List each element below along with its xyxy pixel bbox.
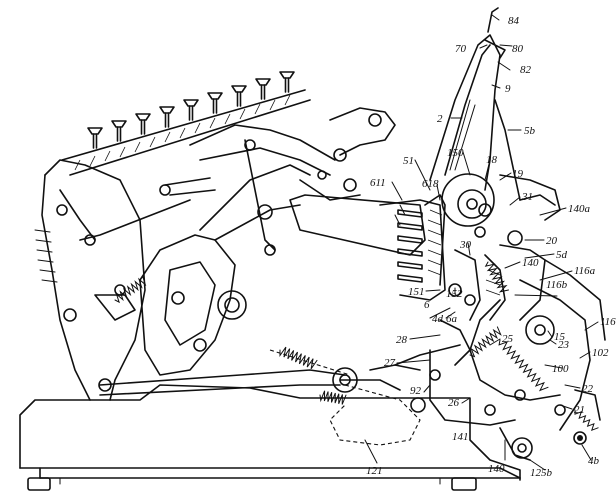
upper-linkage <box>79 107 396 256</box>
label-140-lower: 140 <box>488 463 505 475</box>
label-23: 23 <box>558 339 570 351</box>
coil-spring <box>498 339 549 392</box>
label-121: 121 <box>366 465 383 477</box>
label-618: 618 <box>422 178 439 190</box>
type-bar-2 <box>429 7 521 201</box>
segment-tooth <box>397 248 423 257</box>
label-82: 82 <box>520 64 532 76</box>
label-6: 6 <box>424 299 430 311</box>
label-31: 31 <box>521 191 533 203</box>
label-92: 92 <box>410 385 422 397</box>
label-116a: 116a <box>574 265 596 277</box>
label-25: 25 <box>502 333 514 345</box>
label-20: 20 <box>546 235 558 247</box>
key <box>231 85 247 107</box>
key <box>207 92 223 114</box>
machine-base <box>19 384 521 491</box>
label-84: 84 <box>508 15 520 27</box>
segment-tooth <box>397 222 423 231</box>
label-150: 150 <box>447 147 464 159</box>
key <box>135 113 151 135</box>
left-side-frame <box>34 159 146 401</box>
type-segment <box>379 194 446 301</box>
reference-labels: 84 70 80 82 9 2 5b 150 18 19 51 611 618 … <box>366 15 616 479</box>
label-30: 30 <box>459 239 472 251</box>
label-5d: 5d <box>556 249 568 261</box>
label-611: 611 <box>370 177 386 189</box>
key <box>183 99 199 121</box>
leader-lines <box>364 14 599 471</box>
label-125b: 125b <box>530 467 553 479</box>
key <box>159 106 175 128</box>
label-22: 22 <box>582 383 594 395</box>
label-80: 80 <box>512 43 524 55</box>
label-70: 70 <box>455 43 467 55</box>
label-27: 27 <box>384 357 396 369</box>
label-4b: 4b <box>588 455 600 467</box>
label-18: 18 <box>486 154 498 166</box>
coil-spring <box>319 390 347 405</box>
label-51: 51 <box>403 155 414 167</box>
label-100: 100 <box>552 363 569 375</box>
label-15: 15 <box>554 331 566 343</box>
label-140a: 140a <box>568 203 591 215</box>
key-bank <box>59 89 311 241</box>
lower-linkage <box>99 319 566 426</box>
label-5b: 5b <box>524 125 536 137</box>
key <box>87 127 103 149</box>
segment-tooth <box>397 274 423 283</box>
coil-spring <box>114 276 147 304</box>
coil-spring <box>574 409 599 432</box>
label-140: 140 <box>522 257 539 269</box>
label-28: 28 <box>396 334 408 346</box>
label-2: 2 <box>437 113 443 125</box>
segment-tooth <box>397 235 423 244</box>
spring-121-path <box>269 349 421 446</box>
label-116b: 116b <box>546 279 568 291</box>
label-152: 152 <box>446 288 463 300</box>
label-21: 21 <box>574 404 585 416</box>
label-9: 9 <box>505 83 511 95</box>
coil-spring <box>484 261 509 293</box>
segment-tooth <box>397 261 423 270</box>
arm-611 <box>289 194 426 256</box>
lower-right-parts <box>499 389 601 461</box>
label-151: 151 <box>408 286 425 298</box>
central-frame-plate <box>139 164 311 376</box>
label-19: 19 <box>512 168 524 180</box>
label-4d: 4d <box>432 313 444 325</box>
segment-tooth <box>397 209 423 218</box>
label-26: 26 <box>448 397 460 409</box>
label-116: 116 <box>600 316 616 328</box>
springs <box>114 261 599 432</box>
label-102: 102 <box>592 347 609 359</box>
gear-150 <box>441 173 495 238</box>
keyboard-keys <box>87 71 295 149</box>
coil-spring <box>279 346 318 370</box>
label-141: 141 <box>452 431 469 443</box>
key <box>111 120 127 142</box>
key <box>255 78 271 100</box>
right-side-assembly <box>448 174 606 431</box>
key <box>279 71 295 93</box>
segment-teeth <box>397 209 423 283</box>
coil-spring <box>469 326 502 358</box>
label-6a: 6a <box>446 313 458 325</box>
